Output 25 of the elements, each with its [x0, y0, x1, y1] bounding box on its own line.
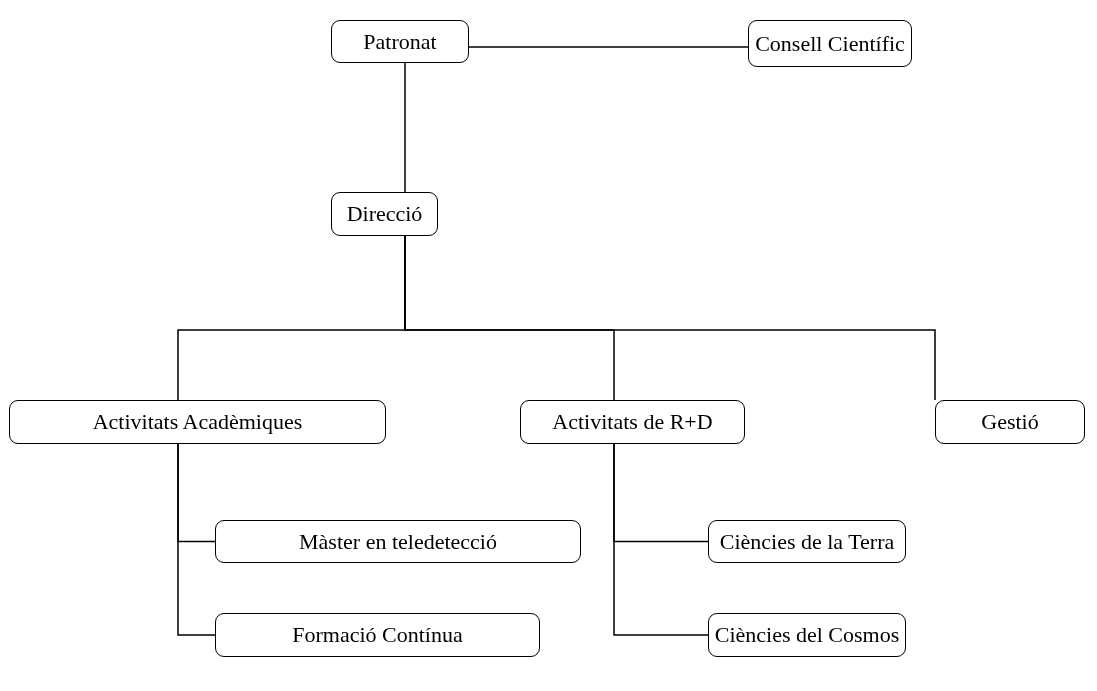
connector-line: [404, 235, 936, 401]
unit-name: Activitats Acadèmiques: [92, 409, 303, 435]
org-unit-box: [331, 20, 469, 63]
unit-name: Ciències de la Terra: [719, 528, 895, 555]
org-unit-box: [708, 520, 906, 563]
connector-line: [613, 443, 709, 636]
org-unit-box: [748, 20, 912, 67]
org-unit-box: [935, 400, 1085, 444]
unit-name: Consell Científic: [755, 30, 905, 57]
org-unit-box: [215, 520, 581, 563]
connector-line: [468, 46, 749, 48]
unit-name: Activitats de R+D: [552, 409, 713, 435]
org-unit-box: [331, 192, 438, 236]
connector-line: [177, 443, 216, 636]
connector-line: [404, 62, 406, 193]
unit-name: Formació Contínua: [292, 622, 463, 648]
org-unit-box: [520, 400, 745, 444]
unit-name: Màster en teledetecció: [299, 528, 497, 555]
org-unit-box: [708, 613, 906, 657]
unit-name: Gestió: [981, 409, 1039, 435]
unit-name: Ciències del Cosmos: [714, 622, 900, 648]
unit-name: Patronat: [363, 28, 437, 55]
org-unit-box: [215, 613, 540, 657]
org-unit-box: [9, 400, 386, 444]
unit-name: Direcció: [346, 201, 423, 227]
